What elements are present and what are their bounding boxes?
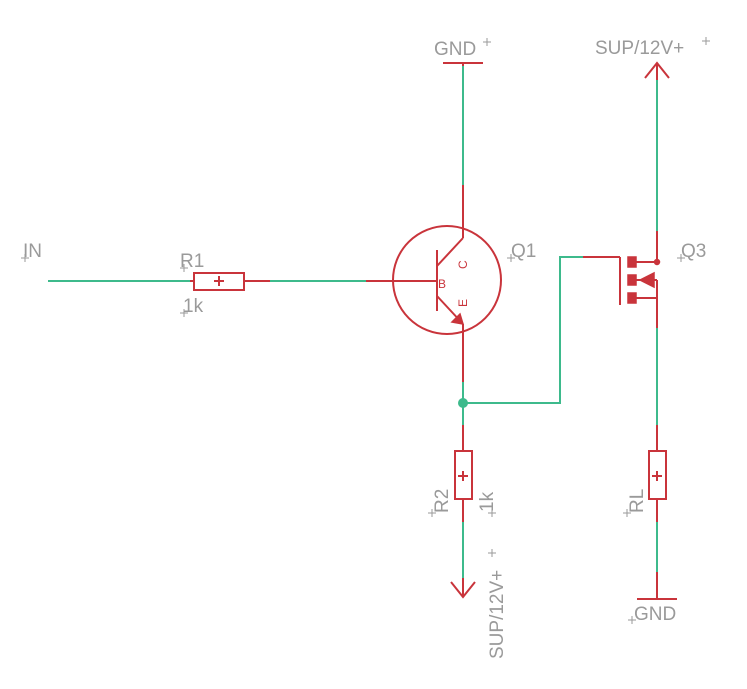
label-r1-name: R1 (180, 251, 204, 272)
label-r1-value: 1k (183, 296, 204, 317)
wires (48, 64, 658, 580)
origin-marks (21, 37, 710, 624)
label-sup-bottom: SUP/12V+ (487, 570, 508, 659)
pin-label-b: B (438, 277, 446, 291)
pin-label-c: C (456, 260, 470, 269)
label-sup-top: SUP/12V+ (595, 38, 684, 59)
resistor-rl[interactable] (648, 425, 667, 522)
label-q1-name: Q1 (511, 241, 536, 262)
label-gnd-bottom: GND (634, 604, 676, 625)
gnd-symbol-top[interactable] (443, 62, 483, 66)
supply-arrow-bottom[interactable] (450, 578, 476, 599)
mosfet-q3[interactable] (583, 231, 661, 328)
resistor-r2[interactable] (454, 425, 473, 522)
gnd-symbol-bottom[interactable] (637, 572, 677, 600)
label-r2-value: 1k (477, 491, 498, 512)
wire-node-to-gate[interactable] (463, 256, 583, 404)
label-q3-name: Q3 (681, 241, 706, 262)
supply-arrow-top[interactable] (644, 61, 670, 80)
junction-dot (458, 398, 468, 408)
label-gnd-top: GND (434, 39, 476, 60)
transistor-q1[interactable] (366, 185, 502, 382)
label-r2-name: R2 (432, 489, 453, 513)
label-in: IN (23, 241, 42, 262)
label-rl-name: RL (627, 489, 648, 513)
pin-label-e: E (456, 299, 470, 307)
resistor-r1[interactable] (190, 272, 270, 291)
